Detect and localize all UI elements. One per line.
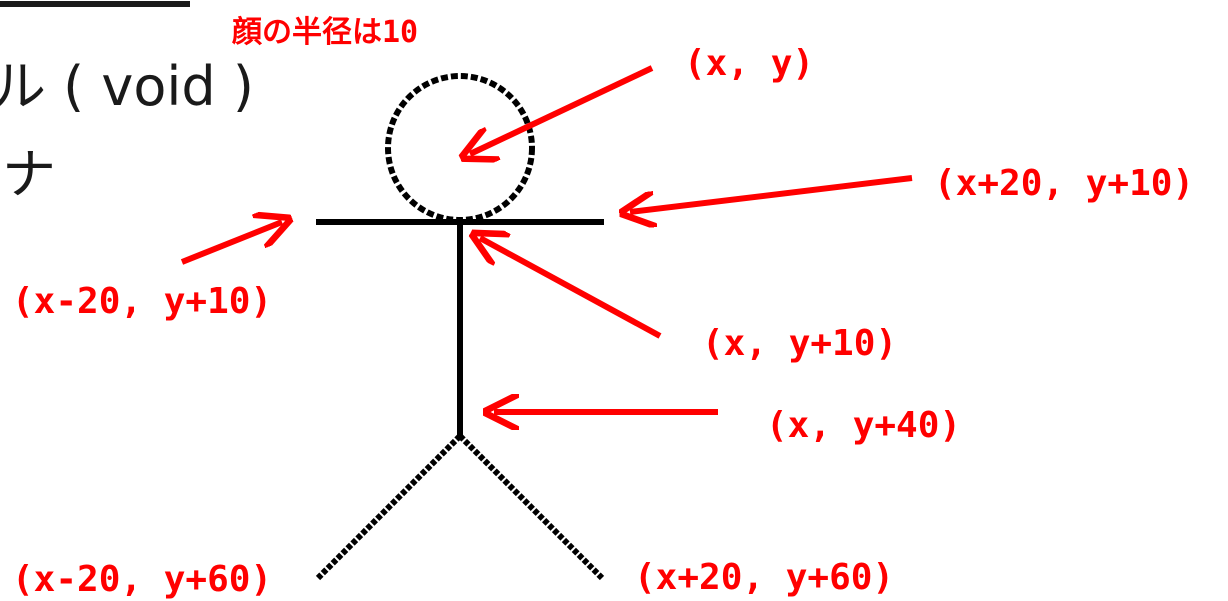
right-foot-label: (x+20, y+60) (634, 557, 895, 598)
slide-text-line1: ル ( void ) (0, 55, 254, 118)
figure-left-leg (315, 433, 463, 581)
neck-label: (x, y+10) (702, 323, 898, 364)
left-foot-label: (x-20, y+60) (12, 559, 273, 600)
hip-label: (x, y+40) (766, 405, 962, 446)
arrow-left-arm (180, 222, 282, 265)
face-radius-label: 顔の半径は10 (232, 15, 419, 50)
right-arm-label: (x+20, y+10) (934, 163, 1195, 204)
arrow-right-arm (630, 175, 913, 212)
figure-right-leg (457, 433, 605, 581)
slide-text-line2: ナ (2, 143, 56, 206)
left-arm-label: (x-20, y+10) (12, 281, 273, 322)
stick-figure (315, 73, 605, 581)
cut-off-top-text (0, 0, 190, 16)
arrow-head-center (470, 65, 654, 154)
head-center-label: (x, y) (684, 43, 815, 84)
annotation-arrows (180, 65, 913, 412)
figure-head (385, 73, 535, 223)
arrow-neck (480, 238, 662, 339)
